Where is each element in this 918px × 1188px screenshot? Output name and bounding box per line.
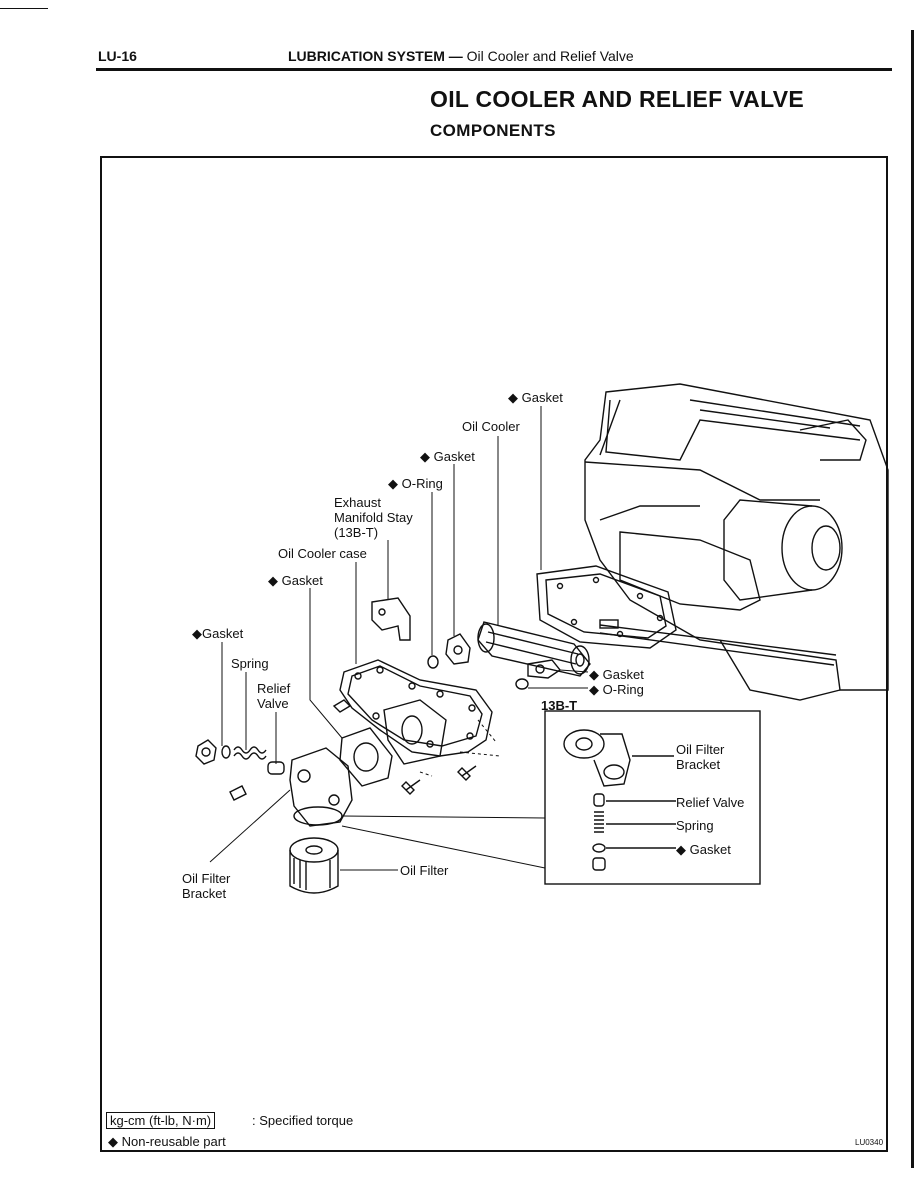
oil-filter-bracket-illustration xyxy=(289,747,353,827)
label-inset-relief-valve: Relief Valve xyxy=(676,795,745,810)
page-corner-mark xyxy=(0,8,48,9)
label-oil-cooler: Oil Cooler xyxy=(462,419,520,434)
label-gasket-top: ◆ Gasket xyxy=(508,390,563,405)
bolts-illustration xyxy=(332,699,477,795)
diagram-code: LU0340 xyxy=(855,1138,884,1147)
header-dash: — xyxy=(448,48,463,64)
leader-lines xyxy=(209,406,589,871)
diamond-icon: ◆ xyxy=(108,1134,118,1149)
label-relief-valve: Relief Valve xyxy=(257,681,291,711)
label-o-ring-top: ◆ O-Ring xyxy=(388,476,443,491)
components-frame xyxy=(100,156,888,1152)
page-title: OIL COOLER AND RELIEF VALVE xyxy=(430,86,804,112)
label-oil-cooler-case: Oil Cooler case xyxy=(278,546,367,561)
label-o-ring-right: ◆ O-Ring xyxy=(589,682,644,697)
label-gasket-left: ◆Gasket xyxy=(192,626,244,641)
subsection-name: Oil Cooler and Relief Valve xyxy=(466,48,634,64)
section-subtitle: COMPONENTS xyxy=(430,121,556,140)
label-exhaust-manifold-stay: Exhaust Manifold Stay (13B-T) xyxy=(334,495,413,540)
inset-13bt-illustration xyxy=(544,710,761,885)
label-spring: Spring xyxy=(231,656,269,671)
torque-unit-box: kg-cm (ft-lb, N·m) xyxy=(106,1112,216,1129)
label-gasket-case: ◆ Gasket xyxy=(268,573,323,588)
engine-block-illustration xyxy=(536,383,889,701)
exhaust-manifold-stay-illustration xyxy=(371,597,411,641)
label-variant-13bt: 13B-T xyxy=(541,698,578,713)
relief-valve-group-illustration xyxy=(195,739,285,801)
small-gasket-illustration xyxy=(427,633,471,669)
gasket-oring-right-illustration xyxy=(515,659,562,690)
label-inset-spring: Spring xyxy=(676,818,714,833)
torque-description: : Specified torque xyxy=(252,1113,354,1128)
label-gasket-2: ◆ Gasket xyxy=(420,449,475,464)
section-name: LUBRICATION SYSTEM xyxy=(288,48,445,64)
page-edge-mark xyxy=(911,30,914,1168)
oil-cooler-case-illustration xyxy=(339,659,493,765)
label-oil-filter-bracket: Oil Filter Bracket xyxy=(182,871,231,901)
label-inset-oil-filter-bracket: Oil Filter Bracket xyxy=(676,742,725,772)
oil-cooler-illustration xyxy=(477,621,591,677)
square-gasket-illustration xyxy=(339,727,393,787)
header-rule xyxy=(96,68,892,71)
nonreusable-legend: ◆ Non-reusable part xyxy=(108,1134,226,1149)
page-number: LU-16 xyxy=(98,48,137,64)
label-gasket-right: ◆ Gasket xyxy=(589,667,644,682)
running-header: LUBRICATION SYSTEM — Oil Cooler and Reli… xyxy=(288,48,634,64)
label-oil-filter: Oil Filter xyxy=(400,863,449,878)
oil-filter-illustration xyxy=(289,837,339,894)
label-inset-gasket: ◆ Gasket xyxy=(676,842,731,857)
